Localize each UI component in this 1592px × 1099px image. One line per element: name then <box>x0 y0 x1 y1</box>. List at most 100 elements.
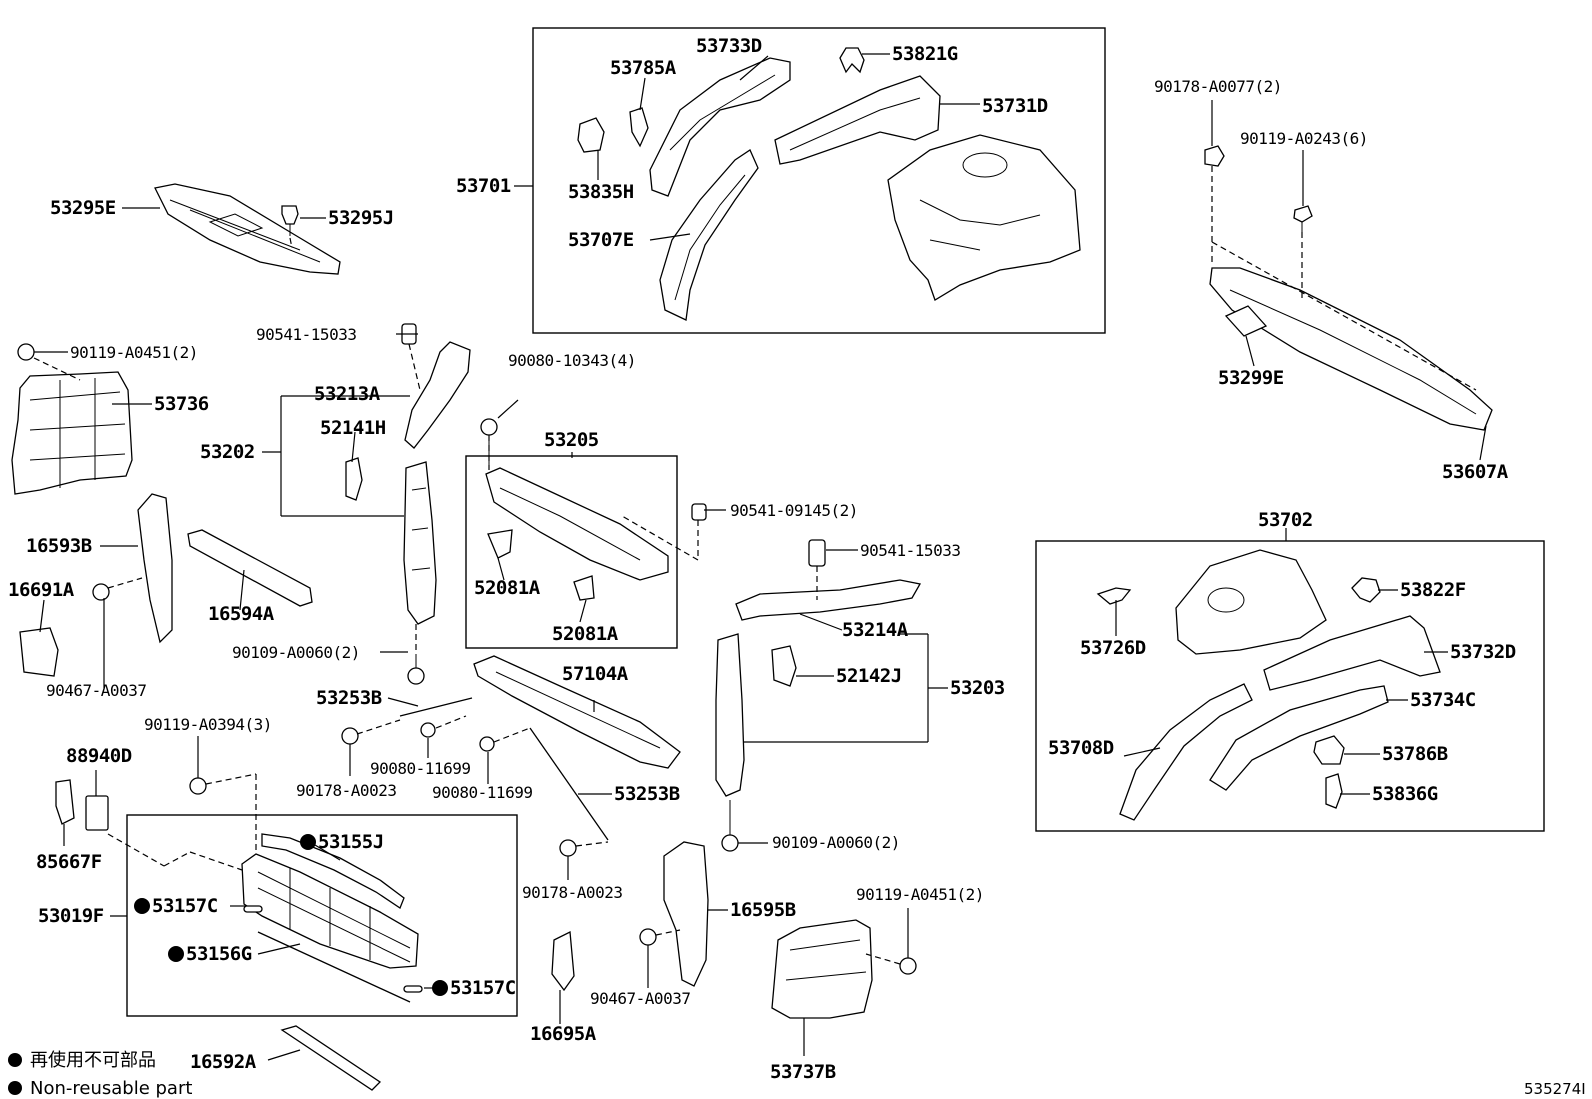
part-90080-10343-bolt-icon <box>480 418 498 470</box>
part-52142J-drawing <box>771 645 797 687</box>
label-53157C-a: 53157C <box>152 895 218 917</box>
label-53707E: 53707E <box>568 229 634 251</box>
label-90119-A0451-a: 90119-A0451(2) <box>70 343 198 362</box>
label-53701: 53701 <box>456 175 511 197</box>
part-53786B-drawing <box>1313 735 1345 765</box>
legend: 再使用不可部品 Non-reusable part <box>8 1050 192 1099</box>
bolt-90080-11699-b-icon <box>479 736 495 752</box>
part-88940D-drawing <box>85 795 109 831</box>
label-53607A: 53607A <box>1442 461 1509 483</box>
label-90541-09145: 90541-09145(2) <box>730 501 858 520</box>
bullet-53157C-b-icon <box>432 980 448 996</box>
part-53734C-drawing <box>1209 685 1389 791</box>
label-53253B-a: 53253B <box>316 687 382 709</box>
group-box-53702 <box>1035 540 1545 832</box>
part-16595B-drawing <box>663 841 709 987</box>
part-53732D-drawing <box>1263 615 1441 691</box>
part-53822F-drawing <box>1351 577 1381 603</box>
label-53214A: 53214A <box>842 619 909 641</box>
part-90109-A0060-a-bolt-icon <box>407 654 425 685</box>
part-53295J-clip-icon <box>281 205 299 236</box>
label-16593B: 16593B <box>26 535 92 557</box>
nut-90178-A0023-b-icon <box>559 839 577 857</box>
label-53733D: 53733D <box>696 35 762 57</box>
part-53019F-drawing <box>241 853 419 969</box>
label-16691A: 16691A <box>8 579 75 601</box>
part-53156G-seal-drawing <box>257 931 411 1003</box>
part-90109-A0060-b-bolt-icon <box>721 800 739 852</box>
part-16691A-drawing <box>19 627 59 677</box>
label-16594A: 16594A <box>208 603 275 625</box>
part-53736-drawing <box>11 371 133 495</box>
bullet-53157C-a-icon <box>134 898 150 914</box>
label-52081A-b: 52081A <box>552 623 619 645</box>
label-53202: 53202 <box>200 441 255 463</box>
part-90119-A0451-a-clip-icon <box>17 343 35 361</box>
label-53157C-b: 53157C <box>450 977 516 999</box>
label-90109-A0060-a: 90109-A0060(2) <box>232 643 360 662</box>
part-fastener-icons <box>189 722 917 975</box>
label-90119-A0243: 90119-A0243(6) <box>1240 129 1368 148</box>
label-16595B: 16595B <box>730 899 796 921</box>
part-53708D-drawing <box>1119 683 1253 821</box>
bullet-53155J-icon <box>300 834 316 850</box>
part-53701-apron-drawing <box>887 134 1081 301</box>
label-53299E: 53299E <box>1218 367 1284 389</box>
part-53733D-drawing <box>649 57 791 197</box>
legend-jp: 再使用不可部品 <box>30 1050 156 1071</box>
part-85667F-drawing <box>55 779 75 825</box>
label-52141H: 52141H <box>320 417 386 439</box>
label-90119-A0394: 90119-A0394(3) <box>144 715 272 734</box>
part-52141H-drawing <box>345 457 363 501</box>
part-53203-support-drawing <box>715 633 745 797</box>
part-53213A-drawing <box>404 341 471 449</box>
part-57104A-drawing <box>473 655 681 769</box>
part-53821G-drawing <box>839 47 865 74</box>
leader-lines <box>34 53 1487 1061</box>
label-53726D: 53726D <box>1080 637 1146 659</box>
part-53737B-drawing <box>771 919 873 1019</box>
label-53821G: 53821G <box>892 43 958 65</box>
label-90178-A0023-b: 90178-A0023 <box>522 883 622 902</box>
label-90080-10343: 90080-10343(4) <box>508 351 636 370</box>
label-53785A: 53785A <box>610 57 677 79</box>
label-90541-15033-b: 90541-15033 <box>860 541 960 560</box>
label-57104A: 57104A <box>562 663 629 685</box>
part-52081A-a-drawing <box>487 529 513 559</box>
label-53019F: 53019F <box>38 905 104 927</box>
label-53734C: 53734C <box>1410 689 1476 711</box>
part-16593B-drawing <box>137 493 173 644</box>
label-90119-A0451-b: 90119-A0451(2) <box>856 885 984 904</box>
label-53203: 53203 <box>950 677 1005 699</box>
label-16592A: 16592A <box>190 1051 257 1073</box>
part-53205-drawing <box>485 467 669 581</box>
part-53253B-a-rod-drawing <box>399 697 473 717</box>
reference-number: 535274I <box>1524 1080 1586 1098</box>
part-53214A-drawing <box>735 579 922 621</box>
part-53157C-b-drawing <box>403 985 423 993</box>
label-90467-A0037-b: 90467-A0037 <box>590 989 690 1008</box>
part-53702-apron-drawing <box>1175 549 1327 655</box>
label-53295E: 53295E <box>50 197 116 219</box>
label-53156G: 53156G <box>186 943 252 965</box>
assembly-dashed-lines <box>33 166 1477 965</box>
bolt-90119-A0394-icon <box>189 777 207 795</box>
label-90467-A0037-a: 90467-A0037 <box>46 681 146 700</box>
label-52081A-a: 52081A <box>474 577 541 599</box>
part-53835H-drawing <box>577 117 605 153</box>
part-90467-A0037-a-clip-icon <box>92 583 110 601</box>
bullet-53156G-icon <box>168 946 184 962</box>
label-53786B: 53786B <box>1382 743 1448 765</box>
label-53708D: 53708D <box>1048 737 1114 759</box>
label-16695A: 16695A <box>530 1023 597 1045</box>
part-53785A-drawing <box>629 107 649 148</box>
nut-90178-A0023-a-icon <box>341 727 359 745</box>
part-labels: 53295E 53295J 53701 53733D 53785A 53821G… <box>8 35 1516 1083</box>
non-reusable-markers <box>134 834 448 996</box>
legend-en: Non-reusable part <box>30 1078 192 1099</box>
part-53731D-drawing <box>774 75 941 165</box>
label-90080-11699-a: 90080-11699 <box>370 759 470 778</box>
label-53732D: 53732D <box>1450 641 1516 663</box>
label-90178-A0077: 90178-A0077(2) <box>1154 77 1282 96</box>
